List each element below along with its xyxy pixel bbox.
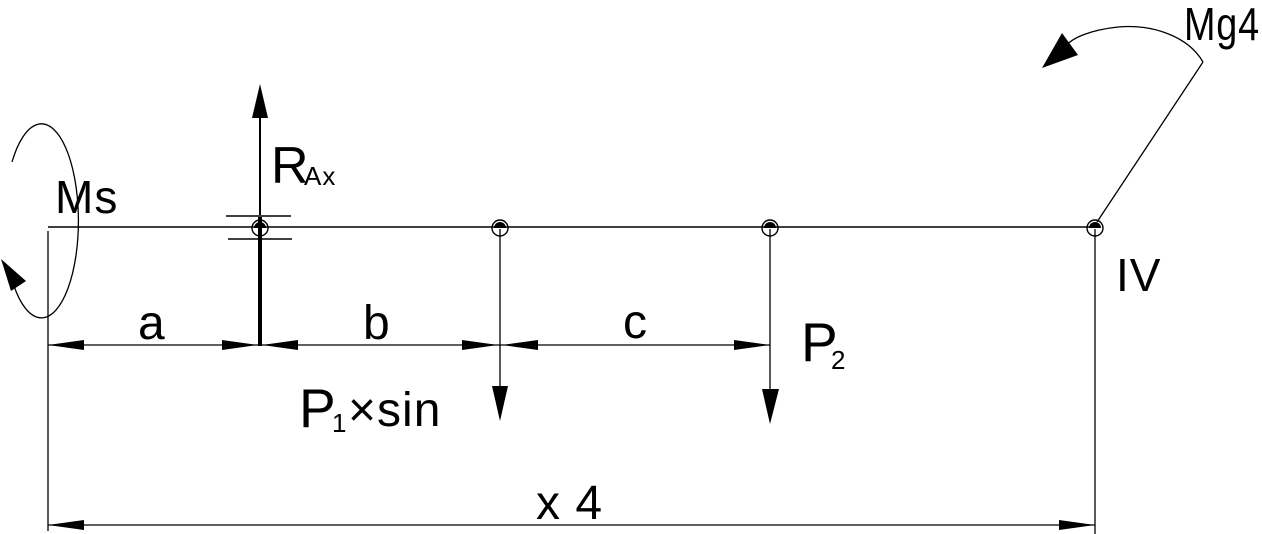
label-dim-a: a <box>138 297 166 350</box>
node-marker-p1 <box>491 219 509 237</box>
node-circle <box>491 219 509 237</box>
node-circle <box>251 219 269 237</box>
moment-ms-arc <box>1 123 80 319</box>
dim-x4-right-arrow-icon <box>1059 520 1095 530</box>
node-marker-p2 <box>761 219 779 237</box>
mg4-leader-line <box>1096 61 1204 223</box>
ms-arc-path <box>11 123 80 319</box>
node-circle <box>1086 219 1104 237</box>
label-force1-base: P <box>299 377 337 439</box>
force-p2-arrowhead-icon <box>762 389 779 424</box>
label-moment-mg4: Mg4 <box>1184 0 1260 50</box>
node-dome-icon <box>494 222 506 228</box>
mg4-arc-path <box>1065 25 1204 63</box>
dim-a-left-arrow-icon <box>48 340 84 350</box>
label-dim-x4: x 4 <box>536 477 603 530</box>
moment-mg4-arc <box>1042 25 1204 223</box>
dim-b-right-arrow-icon <box>462 340 498 350</box>
dimension-line-x4 <box>48 520 1095 530</box>
force-p2-arrow <box>762 229 779 424</box>
node-marker-support <box>251 219 269 237</box>
reaction-arrowhead-icon <box>252 84 268 118</box>
label-force2-sub: 2 <box>831 345 846 375</box>
label-force2-base: P <box>801 311 839 373</box>
dimension-line-abc <box>48 340 770 350</box>
label-reaction-base: R <box>271 137 310 195</box>
label-reaction-sub: Ax <box>304 161 336 191</box>
dim-a-right-arrow-icon <box>222 340 258 350</box>
label-force1-sub: 1 <box>332 408 347 438</box>
reaction-force-arrow <box>252 84 268 215</box>
label-moment-ms: Ms <box>55 171 118 223</box>
node-dome-icon <box>764 222 776 228</box>
label-force1-rest: ×sin <box>348 384 441 437</box>
label-dim-c: c <box>623 296 648 349</box>
node-dome-icon <box>1089 222 1101 228</box>
pin-support <box>226 215 292 346</box>
dim-c-right-arrow-icon <box>734 340 770 350</box>
dim-b-left-arrow-icon <box>262 340 298 350</box>
ms-arrowhead-icon <box>1 259 26 291</box>
dim-c-left-arrow-icon <box>502 340 538 350</box>
force-p1-arrow <box>492 229 508 421</box>
node-dome-icon <box>254 222 266 228</box>
force-p1-arrowhead-icon <box>492 386 508 421</box>
label-dim-b: b <box>363 297 391 350</box>
dim-x4-left-arrow-icon <box>48 520 84 530</box>
mg4-arrowhead-icon <box>1042 33 1078 68</box>
label-section-iv: IV <box>1116 249 1161 301</box>
node-circle <box>761 219 779 237</box>
node-marker-end <box>1086 219 1104 237</box>
